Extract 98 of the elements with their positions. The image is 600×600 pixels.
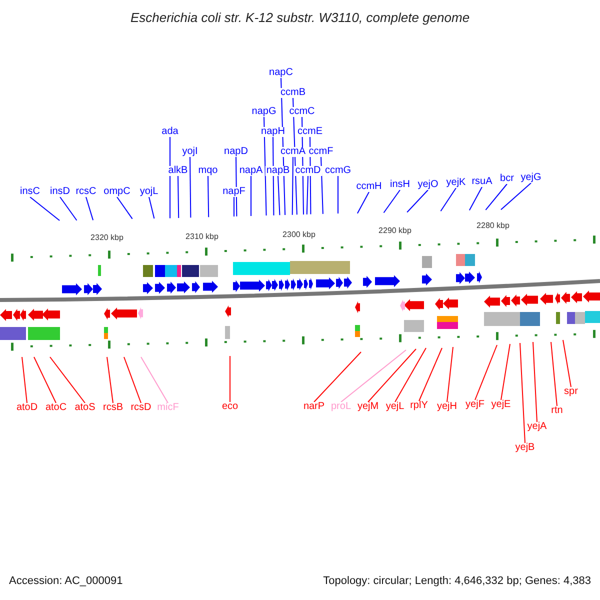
scale-label: 2310 kbp (186, 233, 218, 241)
leader-line (468, 186, 482, 211)
gene-label: yejH (436, 402, 458, 412)
scale-label: 2300 kbp (282, 231, 316, 239)
leader-line (440, 188, 456, 212)
gene-label: yojL (138, 187, 160, 197)
leader-line (30, 196, 60, 222)
leader-line (340, 350, 406, 402)
leader-line (485, 184, 508, 210)
accession-text: Accession: AC_000091 (9, 576, 123, 587)
gene-label: spr (563, 387, 579, 397)
leader-line (474, 344, 498, 400)
leader-line (394, 348, 426, 402)
leader-line (306, 176, 308, 215)
leader-line (532, 342, 538, 422)
leader-line (34, 356, 56, 404)
leader-line (148, 196, 155, 220)
gene-label: rcsB (102, 403, 124, 413)
gene-label: yejL (384, 402, 406, 412)
title: Escherichia coli str. K-12 substr. W3110, complete genome (129, 11, 471, 24)
gene-label: ccmG (324, 166, 352, 176)
leader-line (208, 176, 210, 218)
gene-label: atoS (74, 403, 96, 413)
gene-label: eco (220, 402, 240, 412)
gene-label: yejO (416, 180, 440, 190)
gene-label: ccmA (280, 147, 306, 157)
gene-label: yejK (445, 178, 467, 188)
leader-line (278, 176, 280, 216)
leader-line (22, 356, 28, 404)
leader-line (50, 356, 86, 404)
gene-label: rplY (409, 401, 429, 411)
gene-label: ccmC (288, 107, 316, 117)
gene-label: ccmE (296, 127, 324, 137)
leader-line (236, 156, 238, 217)
gene-label: yojI (181, 147, 199, 157)
leader-line (190, 156, 192, 218)
leader-line (406, 190, 428, 213)
gene-label: yejB (514, 443, 536, 453)
leader-line (368, 348, 416, 402)
leader-line (86, 196, 94, 221)
leader-line (500, 182, 532, 210)
leader-line (292, 156, 294, 216)
leader-line (320, 156, 324, 214)
gene-label: napB (265, 166, 291, 176)
leader-line (250, 176, 252, 216)
gene-label: atoC (44, 403, 68, 413)
gene-label: ada (160, 127, 180, 137)
gene-label: napA (238, 166, 264, 176)
gene-label: yejG (520, 173, 542, 183)
gene-label: proL (330, 402, 352, 412)
leader-line (356, 192, 370, 214)
gene-label: napH (260, 127, 286, 137)
gene-label: rcsD (130, 403, 152, 413)
gene-label: ccmB (280, 88, 306, 98)
gene-label: insD (49, 187, 71, 197)
scale-label: 2320 kbp (90, 234, 124, 242)
scale-label: 2280 kbp (476, 222, 510, 230)
leader-line (383, 190, 400, 214)
leader-line (446, 346, 454, 402)
gene-label: alkB (167, 166, 189, 176)
gene-label: napG (250, 107, 278, 117)
leader-line (314, 352, 362, 402)
gene-label: narP (302, 402, 326, 412)
leader-line (124, 356, 142, 404)
gene-label: micF (156, 403, 180, 413)
gene-label: yejE (490, 400, 512, 410)
leader-line (550, 342, 558, 406)
gene-label: ompC (102, 187, 132, 197)
gene-label: atoD (15, 403, 39, 413)
gene-label: napC (268, 68, 294, 78)
leader-line (562, 340, 572, 388)
leader-line (116, 196, 133, 220)
gene-label: rsuA (470, 177, 494, 187)
leader-line (140, 356, 168, 404)
gene-label: mqo (197, 166, 219, 176)
leader-line (520, 342, 526, 444)
gene-label: yejA (526, 422, 548, 432)
gene-label: yejM (356, 402, 380, 412)
gene-label: rcsC (74, 187, 98, 197)
leader-line (272, 136, 274, 216)
gene-label: rtn (550, 406, 564, 416)
gene-label: yejF (464, 400, 486, 410)
scale-label: 2290 kbp (378, 227, 412, 235)
leader-line (500, 344, 510, 400)
gene-label: ccmH (355, 182, 383, 192)
gene-label: napF (222, 187, 246, 197)
gene-label: ccmF (308, 147, 334, 157)
gene-label: bcr (499, 174, 515, 184)
leader-line (418, 348, 442, 402)
gene-label: insH (389, 180, 411, 190)
gene-label: napD (223, 147, 249, 157)
gene-label: insC (19, 187, 41, 197)
leader-line (106, 356, 114, 404)
gene-label: ccmD (294, 166, 322, 176)
genome-summary-text: Topology: circular; Length: 4,646,332 bp; Genes: 4,383 (323, 576, 591, 587)
leader-line (178, 176, 180, 218)
leader-line (60, 196, 78, 221)
leader-line (264, 116, 267, 216)
